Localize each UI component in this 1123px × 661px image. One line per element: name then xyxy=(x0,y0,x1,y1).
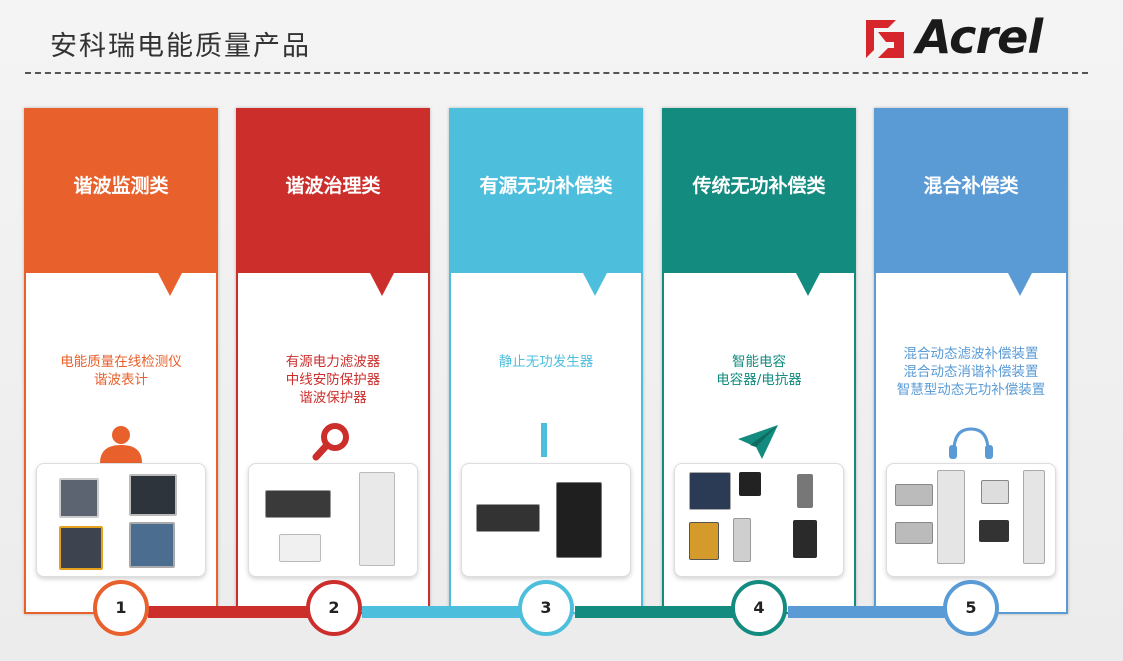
desc-line: 电容器/电抗器 xyxy=(716,372,802,388)
desc-line: 中线安防保护器 xyxy=(285,372,381,388)
card-title: 传统无功补偿类 xyxy=(692,175,826,197)
bar-icon xyxy=(449,423,643,463)
desc-line: 混合动态消谐补偿装置 xyxy=(903,364,1039,380)
page-title: 安科瑞电能质量产品 xyxy=(50,31,311,62)
card-title: 混合补偿类 xyxy=(923,175,1019,197)
user-icon xyxy=(24,423,218,463)
card-hybrid-compensation[interactable]: 混合补偿类 混合动态滤波补偿装置 混合动态消谐补偿装置 智慧型动态无功补偿装置 xyxy=(874,108,1068,614)
card-description: 电能质量在线检测仪 谐波表计 xyxy=(24,353,218,389)
connector-3-4 xyxy=(575,606,750,618)
step-3-badge[interactable]: 3 xyxy=(518,580,574,636)
desc-line: 电能质量在线检测仪 xyxy=(60,354,182,370)
desc-line: 谐波保护器 xyxy=(299,390,367,406)
desc-line: 混合动态滤波补偿装置 xyxy=(903,346,1039,362)
step-2-badge[interactable]: 2 xyxy=(306,580,362,636)
product-photos xyxy=(886,463,1056,577)
step-1-badge[interactable]: 1 xyxy=(93,580,149,636)
card-header: 有源无功补偿类 xyxy=(449,108,643,273)
card-active-var-compensation[interactable]: 有源无功补偿类 静止无功发生器 xyxy=(449,108,643,614)
desc-line: 谐波表计 xyxy=(94,372,148,388)
card-harmonic-monitoring[interactable]: 谐波监测类 电能质量在线检测仪 谐波表计 xyxy=(24,108,218,614)
card-traditional-var-compensation[interactable]: 传统无功补偿类 智能电容 电容器/电抗器 xyxy=(662,108,856,614)
product-photos xyxy=(674,463,844,577)
connector-2-3 xyxy=(362,606,537,618)
card-header: 谐波监测类 xyxy=(24,108,218,273)
card-title: 谐波监测类 xyxy=(73,175,169,197)
card-description: 混合动态滤波补偿装置 混合动态消谐补偿装置 智慧型动态无功补偿装置 xyxy=(874,345,1068,399)
headphones-icon xyxy=(874,423,1068,463)
product-photos xyxy=(461,463,631,577)
desc-line: 静止无功发生器 xyxy=(498,354,594,370)
card-description: 有源电力滤波器 中线安防保护器 谐波保护器 xyxy=(236,353,430,407)
acrel-logo: Acrel xyxy=(864,10,1084,66)
logo-mark-icon xyxy=(866,20,904,58)
step-4-badge[interactable]: 4 xyxy=(731,580,787,636)
card-header: 谐波治理类 xyxy=(236,108,430,273)
card-harmonic-treatment[interactable]: 谐波治理类 有源电力滤波器 中线安防保护器 谐波保护器 xyxy=(236,108,430,614)
card-description: 静止无功发生器 xyxy=(449,353,643,371)
product-photos xyxy=(248,463,418,577)
desc-line: 智能电容 xyxy=(732,354,786,370)
desc-line: 智慧型动态无功补偿装置 xyxy=(896,382,1046,398)
brand-name: Acrel xyxy=(916,10,1043,64)
connector-1-2 xyxy=(148,606,323,618)
connector-4-5 xyxy=(788,606,963,618)
card-title: 有源无功补偿类 xyxy=(479,175,613,197)
card-description: 智能电容 电容器/电抗器 xyxy=(662,353,856,389)
card-header: 混合补偿类 xyxy=(874,108,1068,273)
search-icon xyxy=(236,423,430,463)
desc-line: 有源电力滤波器 xyxy=(285,354,381,370)
card-header: 传统无功补偿类 xyxy=(662,108,856,273)
card-title: 谐波治理类 xyxy=(285,175,381,197)
step-5-badge[interactable]: 5 xyxy=(943,580,999,636)
product-photos xyxy=(36,463,206,577)
header-divider xyxy=(25,72,1088,74)
paper-plane-icon xyxy=(662,423,856,463)
